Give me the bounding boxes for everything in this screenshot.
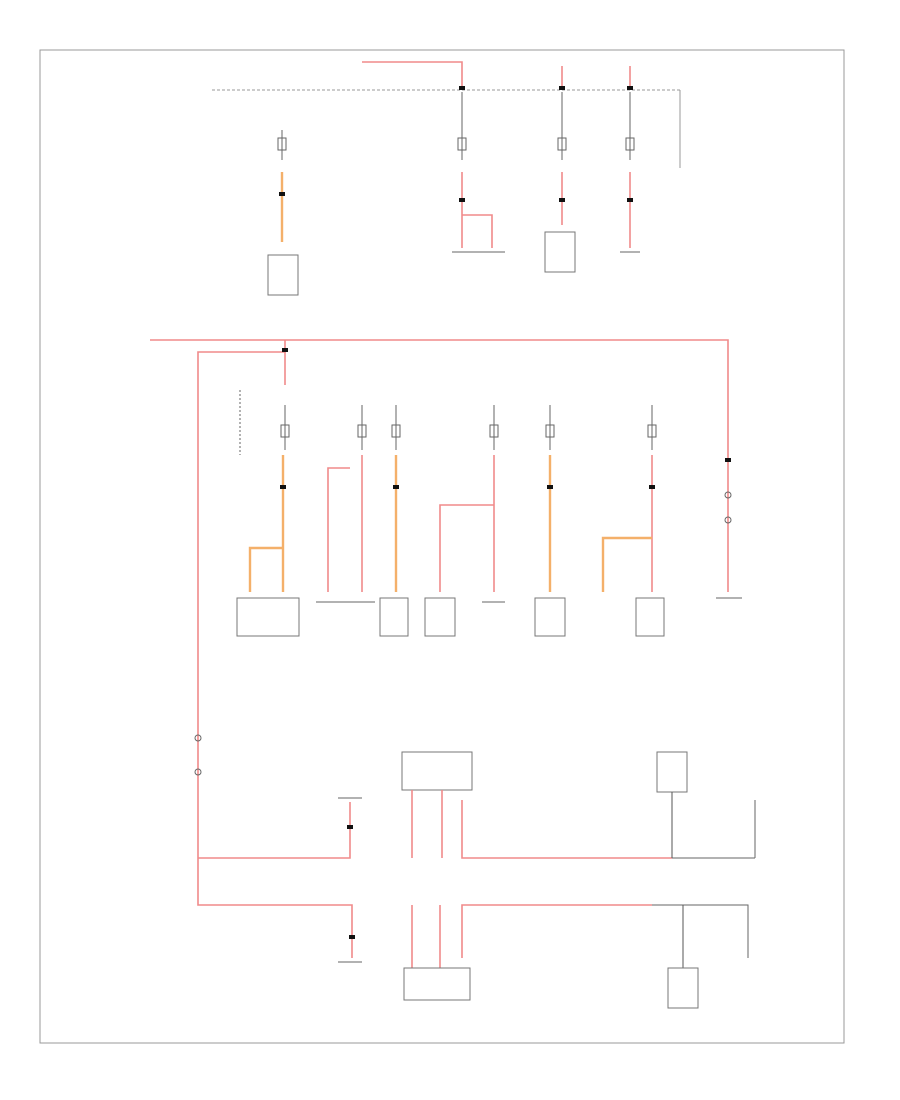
connector	[627, 198, 633, 202]
power-wire	[462, 214, 493, 248]
main-feed-wire	[150, 339, 729, 592]
top-section	[212, 61, 681, 296]
component-box	[267, 254, 299, 296]
component-box	[236, 597, 300, 637]
connector	[347, 825, 353, 829]
component-box	[401, 751, 473, 791]
connector	[559, 198, 565, 202]
connector	[459, 86, 465, 90]
left-trunk-wire	[197, 340, 286, 894]
power-wire	[439, 504, 494, 592]
connector	[725, 458, 731, 462]
fuse-row	[280, 424, 657, 438]
relay-contact	[724, 516, 732, 524]
connector	[459, 198, 465, 202]
bottom-section	[194, 734, 756, 1009]
middle-section	[150, 339, 742, 894]
connector	[559, 86, 565, 90]
relay-contact	[194, 768, 202, 776]
fuse-icon	[277, 137, 287, 151]
signal-wire	[601, 536, 652, 592]
fuse-icon	[625, 137, 635, 151]
fuse-icon	[557, 137, 567, 151]
connector	[649, 485, 655, 489]
component-box	[534, 597, 566, 637]
component-box	[635, 597, 665, 637]
component-box	[403, 967, 471, 1001]
connector	[547, 485, 553, 489]
connector	[349, 935, 355, 939]
connector	[393, 485, 399, 489]
power-wire	[197, 894, 353, 958]
relay-contact	[194, 734, 202, 742]
relay-contact	[724, 491, 732, 499]
component-box	[424, 597, 456, 637]
signal-wire	[248, 546, 283, 592]
component-box	[379, 597, 409, 637]
connector	[627, 86, 633, 90]
power-wire	[461, 800, 672, 859]
top-feed-wire	[362, 61, 463, 88]
ground-line	[652, 904, 749, 958]
connector	[280, 485, 286, 489]
component-box	[656, 751, 688, 793]
power-wire	[461, 904, 652, 958]
power-wire	[327, 467, 350, 592]
component-box	[667, 967, 699, 1009]
connector	[282, 348, 288, 352]
fuse-icon	[457, 137, 467, 151]
power-wire	[198, 802, 351, 859]
diagram-frame	[39, 49, 845, 1044]
connector	[279, 192, 285, 196]
component-box	[544, 231, 576, 273]
